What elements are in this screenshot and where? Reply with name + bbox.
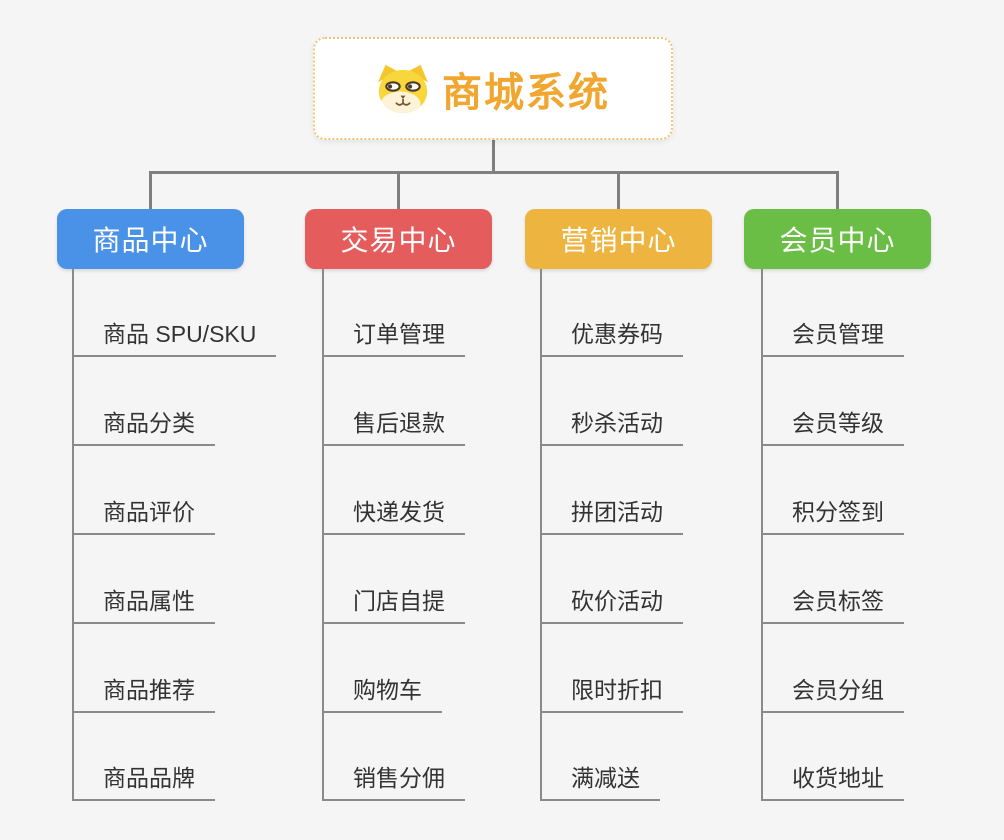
branch-topic-trade-center[interactable]: 交易中心 (305, 209, 492, 269)
connector-drop-member (836, 171, 839, 210)
leaf-topic[interactable]: 会员标签 (761, 586, 904, 624)
leaf-topic[interactable]: 快递发货 (322, 497, 465, 535)
leaf-topic[interactable]: 拼团活动 (540, 497, 683, 535)
leaf-topic[interactable]: 收货地址 (761, 763, 904, 801)
branch-label: 商品中心 (92, 225, 209, 256)
leaf-topic[interactable]: 商品推荐 (72, 675, 215, 713)
leaf-topic[interactable]: 门店自提 (322, 586, 465, 624)
connector-root-stub (492, 139, 495, 173)
connector-drop-trade (397, 171, 400, 210)
connector-drop-marketing (617, 171, 620, 210)
root-topic[interactable]: 商城系统 (313, 37, 673, 140)
leaf-topic[interactable]: 商品 SPU/SKU (72, 319, 277, 357)
leaf-topic[interactable]: 商品分类 (72, 408, 215, 446)
leaf-topic[interactable]: 会员分组 (761, 675, 904, 713)
leaf-topic[interactable]: 销售分佣 (322, 763, 465, 801)
leaf-topic[interactable]: 限时折扣 (540, 675, 683, 713)
leaf-topic[interactable]: 商品品牌 (72, 763, 215, 801)
branch-topic-product-center[interactable]: 商品中心 (57, 209, 244, 269)
connector-bus (149, 171, 838, 174)
branch-topic-marketing-center[interactable]: 营销中心 (525, 209, 712, 269)
branch-label: 营销中心 (560, 225, 677, 256)
leaf-topic[interactable]: 商品评价 (72, 497, 215, 535)
leaf-topic[interactable]: 优惠券码 (540, 319, 683, 357)
leaf-topic[interactable]: 会员管理 (761, 319, 904, 357)
branch-topic-member-center[interactable]: 会员中心 (744, 209, 931, 269)
leaf-topic[interactable]: 砍价活动 (540, 586, 683, 624)
connector-drop-product (149, 171, 152, 210)
leaf-topic[interactable]: 售后退款 (322, 408, 465, 446)
leaf-topic[interactable]: 商品属性 (72, 586, 215, 624)
leaf-topic[interactable]: 积分签到 (761, 497, 904, 535)
leaf-topic[interactable]: 订单管理 (322, 319, 465, 357)
leaf-topic[interactable]: 秒杀活动 (540, 408, 683, 446)
leaf-topic[interactable]: 购物车 (322, 675, 442, 713)
root-topic-title: 商城系统 (442, 70, 610, 115)
branch-label: 交易中心 (340, 225, 457, 256)
leaf-topic[interactable]: 会员等级 (761, 408, 904, 446)
shiba-dog-icon (376, 64, 430, 114)
leaf-topic[interactable]: 满减送 (540, 763, 660, 801)
branch-label: 会员中心 (779, 225, 896, 256)
